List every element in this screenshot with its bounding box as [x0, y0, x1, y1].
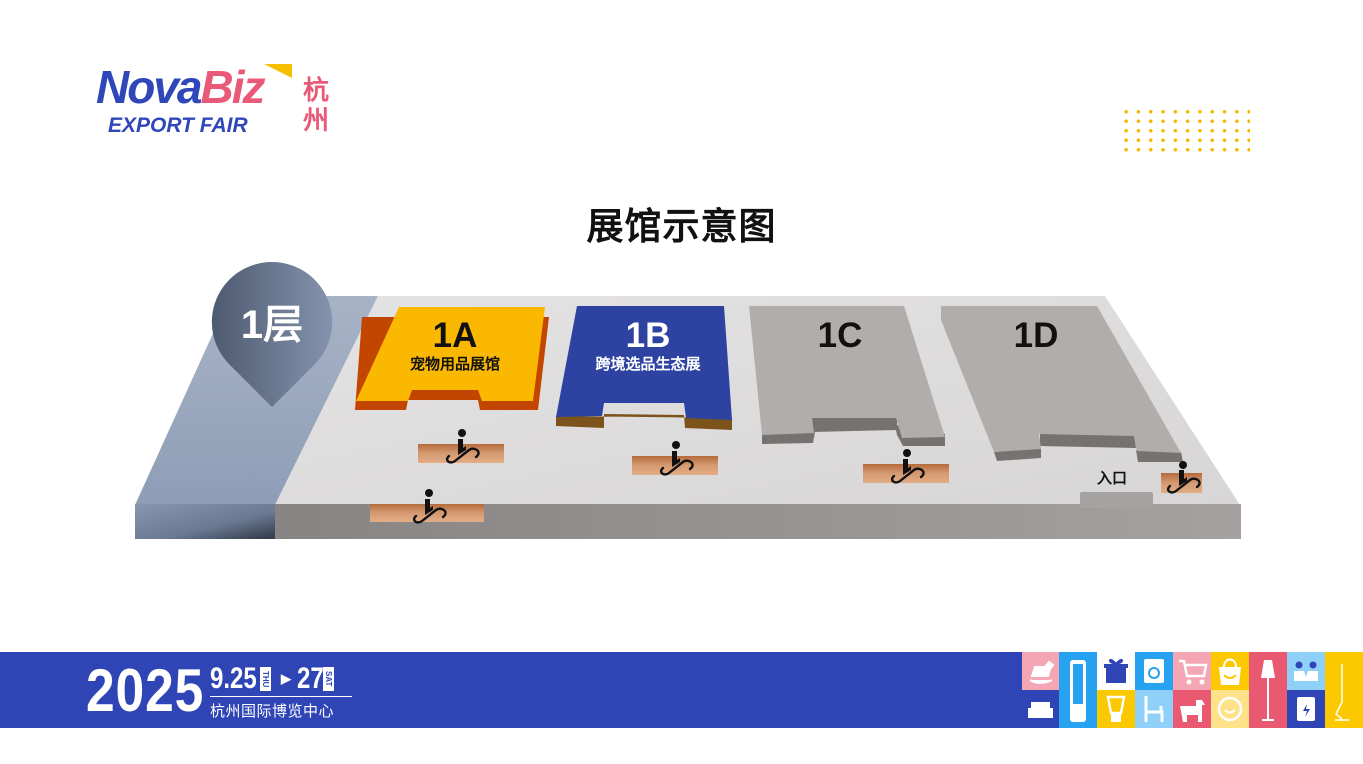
- start-date: 9.25: [210, 662, 257, 695]
- floor-label: 1层: [240, 303, 304, 347]
- escalator-icon: [863, 449, 949, 484]
- logo-city: 杭州: [302, 76, 329, 136]
- escalator-group: [370, 429, 1202, 524]
- hall-1a-shape[interactable]: [355, 307, 549, 410]
- desk-lamp-icon: [1325, 652, 1363, 728]
- blender-icon: [1097, 690, 1135, 728]
- shopping-bag-icon: [1211, 652, 1249, 690]
- hall-1d-label[interactable]: 1D: [986, 318, 1086, 354]
- logo-nova-text: Nova: [96, 61, 202, 113]
- category-icons-graphic: [1022, 652, 1363, 728]
- floor-lamp-icon: [1249, 652, 1287, 728]
- hall-name: 宠物用品展馆: [409, 355, 500, 373]
- people-icon: [1287, 652, 1325, 690]
- novabiz-logo: NovaBiz EXPORT FAIR 杭州: [96, 62, 336, 142]
- page-title: 展馆示意图: [586, 205, 777, 248]
- hall-1d-shape[interactable]: [941, 306, 1183, 462]
- event-venue: 杭州国际博览中心: [210, 702, 335, 720]
- logo-subtitle: EXPORT FAIR: [108, 114, 248, 137]
- chat-smile-icon: [1211, 690, 1249, 728]
- hall-code: 1D: [1013, 316, 1059, 355]
- escalator-icon: [632, 441, 718, 476]
- escalator-icon: [418, 429, 504, 464]
- end-date: 27: [297, 662, 324, 695]
- hall-code: 1B: [625, 316, 671, 355]
- washing-machine-icon: [1135, 652, 1173, 690]
- escalator-icon: [370, 489, 484, 524]
- footer-banner: 2025 9.25 THU ▶ 27 SAT 杭州国际博览中心: [0, 652, 1363, 728]
- event-dates: 9.25 THU ▶ 27 SAT: [210, 664, 334, 694]
- hall-name: 跨境选品生态展: [595, 355, 701, 373]
- entrance-label: 入口: [1097, 469, 1128, 487]
- logo-biz-text: Biz: [200, 61, 265, 113]
- start-day: THU: [260, 667, 271, 691]
- shopping-cart-icon: [1173, 652, 1211, 690]
- floor-pin-marker: [211, 261, 333, 407]
- hall-1b-label[interactable]: 1B 跨境选品生态展: [578, 318, 718, 374]
- play-arrow-icon: ▶: [281, 671, 291, 686]
- hall-1b-shape[interactable]: [556, 306, 732, 430]
- escalator-icon: [1161, 461, 1202, 494]
- entrance-bar: [1080, 492, 1153, 508]
- gift-icon: [1097, 652, 1135, 690]
- air-purifier-icon: [1059, 652, 1097, 728]
- event-year: 2025: [86, 657, 205, 724]
- power-station-icon: [1287, 690, 1325, 728]
- dog-icon: [1173, 690, 1211, 728]
- chair-icon: [1135, 690, 1173, 728]
- hall-1c-label[interactable]: 1C: [790, 318, 890, 354]
- hall-1c-shape[interactable]: [749, 306, 945, 446]
- hall-1a-label[interactable]: 1A 宠物用品展馆: [390, 318, 520, 374]
- armchair-icon: [1022, 690, 1059, 728]
- rocking-horse-icon: [1022, 652, 1059, 690]
- category-icon-tiles: [1022, 652, 1363, 728]
- logo-wordmark: NovaBiz: [96, 61, 265, 113]
- date-divider: [210, 696, 352, 697]
- decorative-dot-grid: [1120, 107, 1250, 157]
- hall-code: 1C: [817, 316, 863, 355]
- end-day: SAT: [323, 667, 334, 691]
- hall-code: 1A: [432, 316, 478, 355]
- logo-flag-shape: [264, 64, 292, 78]
